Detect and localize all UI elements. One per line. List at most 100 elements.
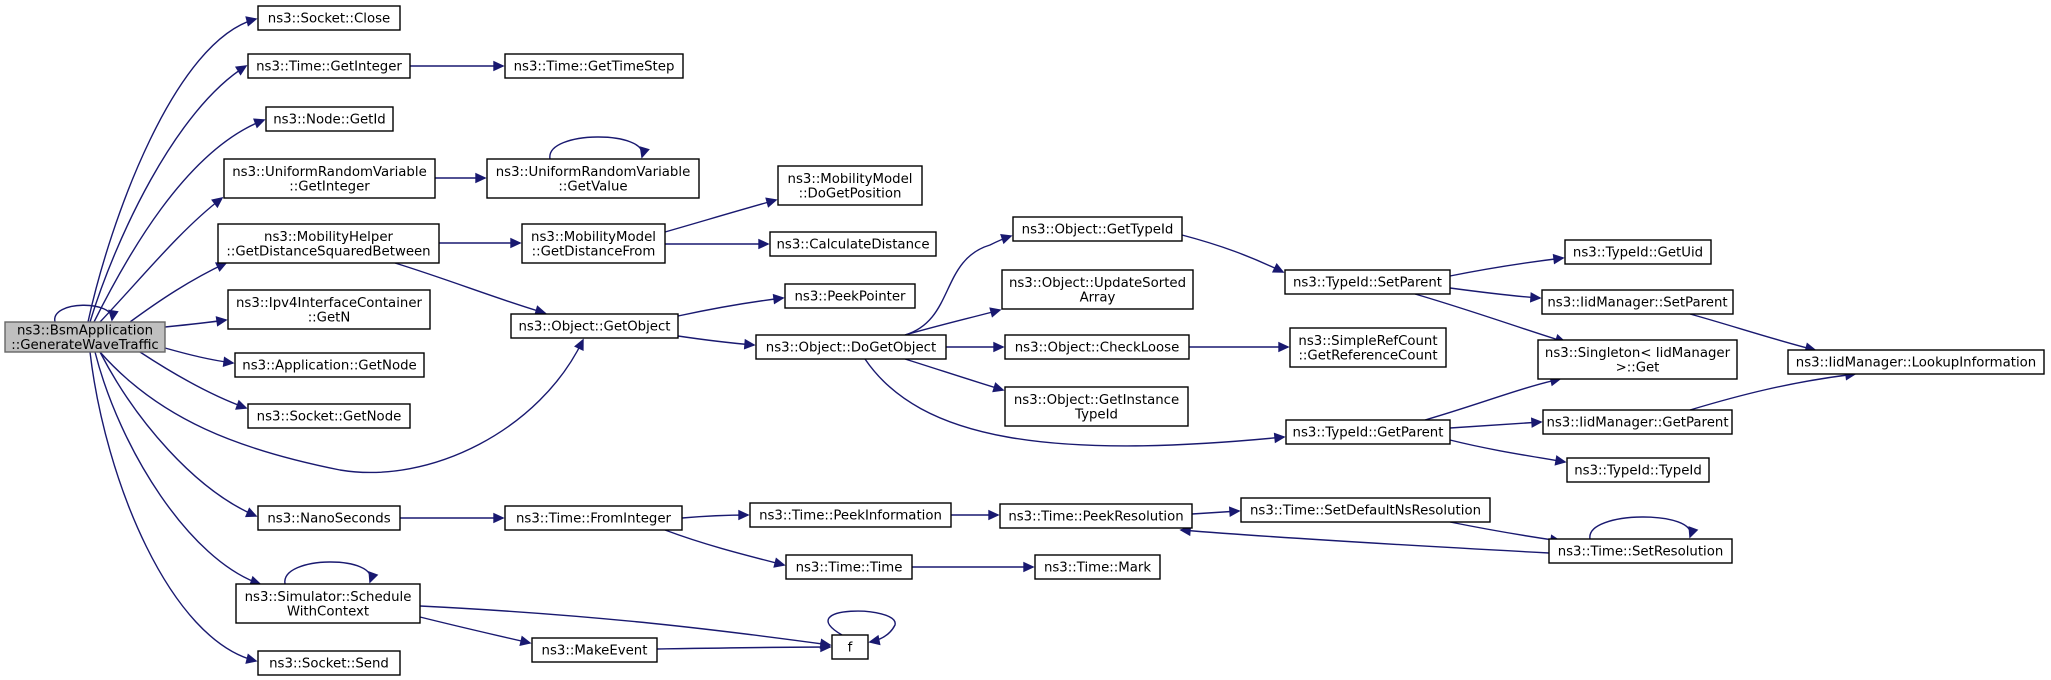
node-time-frominteger[interactable]: ns3::Time::FromInteger [504,505,683,531]
arrowhead [253,118,266,129]
edge-obj_dogetobject-to-obj_checkloose [946,341,1005,353]
node-urv-getinteger[interactable]: ns3::UniformRandomVariable::GetInteger [223,158,436,199]
edge-line [1414,293,1566,343]
arrowhead [1688,526,1699,539]
node-label-line: ns3::TypeId::TypeId [1574,464,1702,479]
node-obj-checkloose[interactable]: ns3::Object::CheckLoose [1004,334,1190,360]
node-ipv4-getn[interactable]: ns3::Ipv4InterfaceContainer::GetN [227,289,431,330]
node-time-mark[interactable]: ns3::Time::Mark [1034,554,1161,580]
node-iid-setparent[interactable]: ns3::IidManager::SetParent [1541,289,1734,315]
node-socket-getnode[interactable]: ns3::Socket::GetNode [247,403,411,429]
node-label-line: ns3::Time::FromInteger [516,512,672,527]
edge-line [681,514,749,519]
edge-root-to-socket_getnode [139,351,248,410]
node-label-line: ns3::IidManager::LookupInformation [1796,356,2036,371]
node-typeid-getuid[interactable]: ns3::TypeId::GetUid [1564,239,1712,265]
node-iid-lookup[interactable]: ns3::IidManager::LookupInformation [1787,349,2045,375]
node-nanoseconds[interactable]: ns3::NanoSeconds [257,505,401,531]
node-urv-getvalue[interactable]: ns3::UniformRandomVariable::GetValue [486,158,700,199]
node-typeid-setparent[interactable]: ns3::TypeId::SetParent [1284,269,1451,295]
node-box [1542,409,1733,435]
edge-line [284,561,372,585]
edge-makeevent-to-f [656,641,832,653]
arrowhead [244,507,258,518]
arrowhead [108,309,119,322]
node-label-line: ns3::Object::GetObject [518,320,670,335]
edge-line [1689,313,1816,351]
node-label-line: ns3::Simulator::Schedule [245,590,412,605]
edge-line [864,358,1285,447]
node-box [1004,386,1189,427]
node-socket-send[interactable]: ns3::Socket::Send [257,650,401,676]
node-time-getinteger[interactable]: ns3::Time::GetInteger [247,53,411,79]
arrowhead [215,316,228,327]
edge-line [664,199,777,233]
node-label-line: ns3::Time::Mark [1044,561,1151,576]
arrowhead [245,16,258,27]
node-time-peekinfo[interactable]: ns3::Time::PeekInformation [749,502,952,528]
node-mm-getdistfrom[interactable]: ns3::MobilityModel::GetDistanceFrom [521,223,666,264]
node-mm-dogetposition[interactable]: ns3::MobilityModel::DoGetPosition [777,165,923,206]
node-box [831,634,869,660]
edge-root-to-nanoseconds [99,351,258,518]
node-mh-getdist[interactable]: ns3::MobilityHelper::GetDistanceSquaredB… [217,223,440,264]
node-box [1004,334,1190,360]
node-label-line: ns3::MakeEvent [542,644,648,659]
node-time-time[interactable]: ns3::Time::Time [785,554,913,580]
node-simplerefcount[interactable]: ns3::SimpleRefCount::GetReferenceCount [1289,327,1447,368]
edge-line [87,18,257,323]
node-label-line: ns3::TypeId::SetParent [1293,276,1442,291]
node-app-getnode[interactable]: ns3::Application::GetNode [234,352,425,378]
edge-root-to-node_getid [93,118,266,323]
arrowhead [235,399,248,410]
node-root[interactable]: ns3::BsmApplication::GenerateWaveTraffic [4,321,166,353]
node-obj-gettypeid[interactable]: ns3::Object::GetTypeId [1012,216,1183,242]
node-box [1537,339,1738,380]
node-box [1564,239,1712,265]
node-label-line: ns3::BsmApplication [17,323,153,338]
arrowhead [211,196,224,209]
node-iid-getparent[interactable]: ns3::IidManager::GetParent [1542,409,1733,435]
edge-obj_checkloose-to-simplerefcount [1189,341,1290,353]
edge-root-to-mh_getdist [129,262,228,323]
node-obj-dogetobject[interactable]: ns3::Object::DoGetObject [755,334,947,360]
node-socket-close[interactable]: ns3::Socket::Close [257,5,401,31]
node-obj-getobject[interactable]: ns3::Object::GetObject [510,313,679,339]
node-time-setdefaultns[interactable]: ns3::Time::SetDefaultNsResolution [1240,497,1491,523]
edge-obj_gettypeid-to-typeid_setparent [1181,234,1285,273]
node-box [1541,289,1734,315]
node-box [1285,419,1451,445]
edge-line [549,136,643,160]
arrowhead [1000,234,1013,245]
node-label-line: ns3::MobilityModel [788,172,913,187]
node-label-line: ns3::Socket::GetNode [257,410,402,425]
arrowhead [1023,561,1035,573]
edge-line [664,529,785,566]
arrowhead [765,197,778,208]
node-time-setres[interactable]: ns3::Time::SetResolution [1548,538,1733,564]
edge-line [54,304,113,323]
node-time-peekres[interactable]: ns3::Time::PeekResolution [999,503,1193,529]
arrowhead [639,146,650,159]
node-peekpointer[interactable]: ns3::PeekPointer [784,283,916,309]
edge-line [1181,234,1284,273]
node-calcdist[interactable]: ns3::CalculateDistance [769,231,937,257]
arrowhead [1278,341,1290,353]
node-f[interactable]: f [831,634,869,660]
node-box [504,505,683,531]
node-node-getid[interactable]: ns3::Node::GetId [265,106,394,132]
node-makeevent[interactable]: ns3::MakeEvent [531,637,658,663]
arrowhead [519,635,532,647]
edge-line [1449,439,1566,463]
node-time-gettimestep[interactable]: ns3::Time::GetTimeStep [504,53,684,79]
node-box [257,650,401,676]
node-typeid-getparent[interactable]: ns3::TypeId::GetParent [1285,419,1451,445]
node-typeid-typeid[interactable]: ns3::TypeId::TypeId [1566,457,1710,483]
arrowhead [1273,432,1286,444]
arrowhead [1554,455,1567,466]
node-singleton-get[interactable]: ns3::Singleton< IidManager >::Get [1537,339,1738,380]
node-label-line: ns3::Socket::Close [268,12,390,27]
